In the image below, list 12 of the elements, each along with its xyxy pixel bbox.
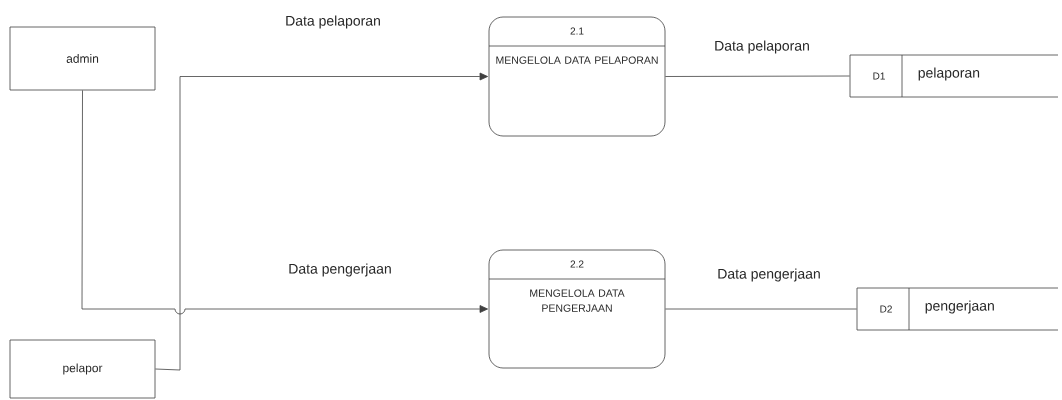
data-store: D1 pelaporan <box>849 54 1059 98</box>
edge-label: Data pengerjaan <box>287 262 393 278</box>
edge-label: Data pengerjaan <box>716 267 822 283</box>
entity-box: pelapor <box>9 339 156 399</box>
arrow <box>81 90 488 315</box>
data-store: D2 pengerjaan <box>856 287 1059 331</box>
edge-label: Data pelaporan <box>713 39 811 55</box>
entity-box: admin <box>9 26 156 91</box>
process-box: 2.1 MENGELOLA DATA PELAPORAN <box>488 16 666 137</box>
edge-label: Data pelaporan <box>284 14 382 30</box>
arrow <box>155 72 488 371</box>
process-box: 2.2 MENGELOLA DATA PENGERJAAN <box>488 249 666 369</box>
